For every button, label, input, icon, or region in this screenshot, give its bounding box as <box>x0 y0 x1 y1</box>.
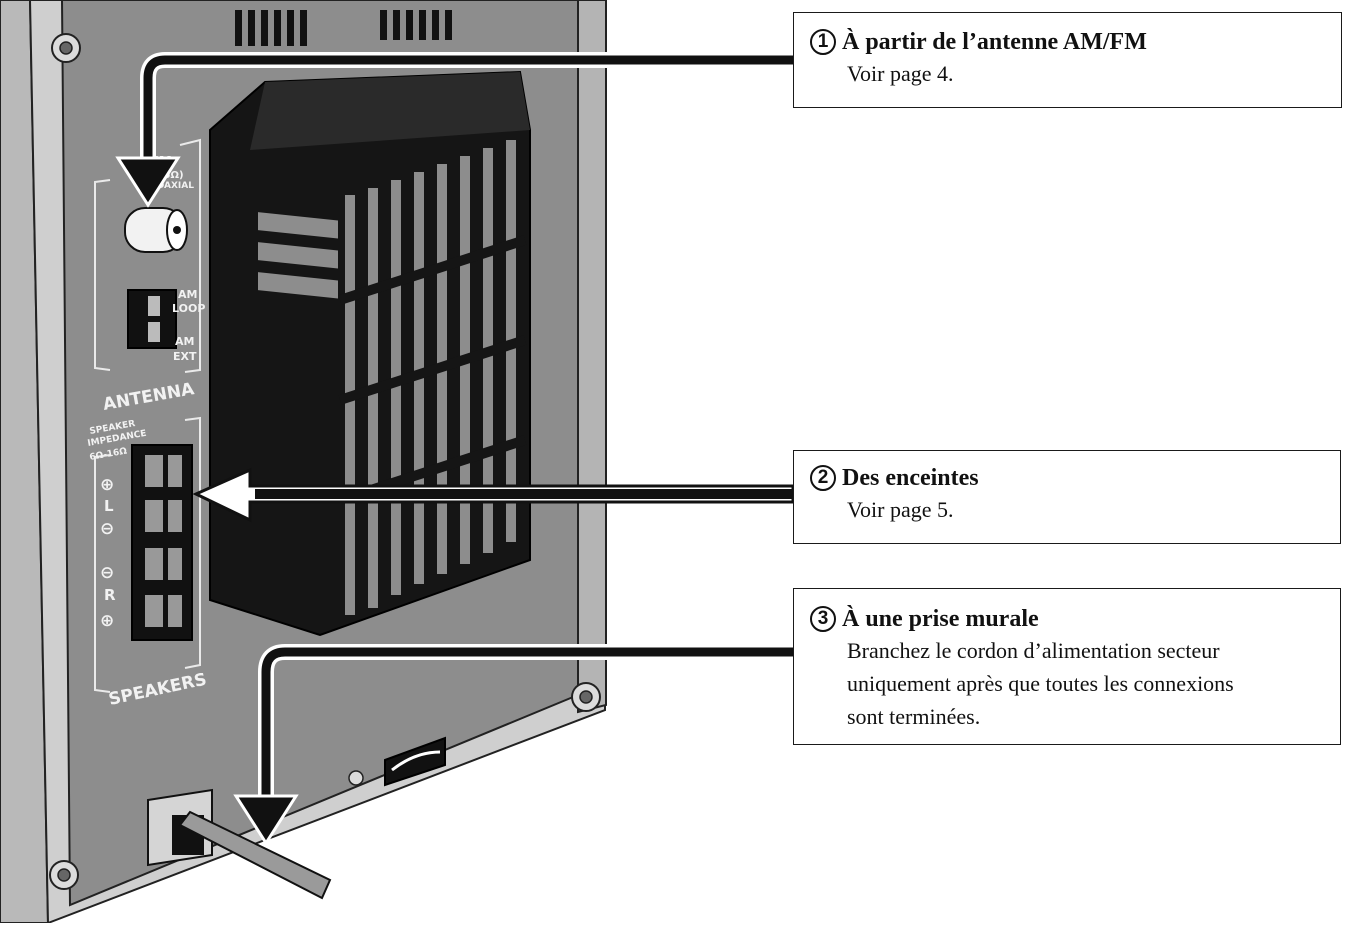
antenna-bracket <box>94 138 201 373</box>
top-vent <box>235 10 452 46</box>
heatsink <box>209 70 531 637</box>
callout-power-text-1: Branchez le cordon d’alimentation secteu… <box>847 638 1220 663</box>
screw-bottom-right <box>571 682 601 712</box>
bottom-slot <box>384 736 446 787</box>
callout-antenna-title: À partir de l’antenne AM/FM <box>842 29 1147 55</box>
screw-small <box>348 770 364 786</box>
callout-speakers-title: Des enceintes <box>842 465 979 491</box>
fm-coaxial-jack <box>124 207 188 253</box>
label-am-ext-1: AM <box>175 335 194 348</box>
right-edge <box>577 0 607 714</box>
callout-speakers: 2 Des enceintes Voir page 5. <box>793 450 1341 544</box>
label-coaxial: COAXIAL <box>150 181 194 191</box>
callout-antenna-heading: 1 À partir de l’antenne AM/FM <box>810 27 1325 57</box>
screw-top-left <box>51 33 81 63</box>
callout-power: 3 À une prise murale Branchez le cordon … <box>793 588 1341 745</box>
callout-antenna: 1 À partir de l’antenne AM/FM Voir page … <box>793 12 1342 108</box>
label-l: L <box>104 497 114 515</box>
number-1-icon: 1 <box>810 29 836 55</box>
number-2-icon: 2 <box>810 465 836 491</box>
callout-speakers-heading: 2 Des enceintes <box>810 463 1324 493</box>
am-terminal <box>127 289 177 349</box>
label-r: R <box>104 586 116 604</box>
callout-power-heading: 3 À une prise murale <box>810 604 1324 634</box>
screw-bottom-left <box>49 860 79 890</box>
callout-power-text-2: uniquement après que toutes les connexio… <box>847 671 1234 696</box>
label-minus-l: ⊖ <box>100 519 114 539</box>
speaker-bracket <box>94 416 201 693</box>
callout-speakers-text: Voir page 5. <box>847 497 954 522</box>
label-plus-l: ⊕ <box>100 475 114 495</box>
label-plus-r: ⊕ <box>100 611 114 631</box>
label-am-ext-2: EXT <box>173 350 197 363</box>
callout-power-text-3: sont terminées. <box>847 704 981 729</box>
callout-antenna-text: Voir page 4. <box>847 61 954 86</box>
number-3-icon: 3 <box>810 606 836 632</box>
speaker-terminals <box>131 444 193 641</box>
label-minus-r: ⊖ <box>100 563 114 583</box>
power-cord <box>178 810 332 900</box>
label-am-loop-1: AM <box>178 288 197 301</box>
callout-power-title: À une prise murale <box>842 606 1039 632</box>
arrow-antenna <box>115 52 793 208</box>
label-am-loop-2: LOOP <box>172 302 205 315</box>
arrow-power <box>233 644 793 846</box>
